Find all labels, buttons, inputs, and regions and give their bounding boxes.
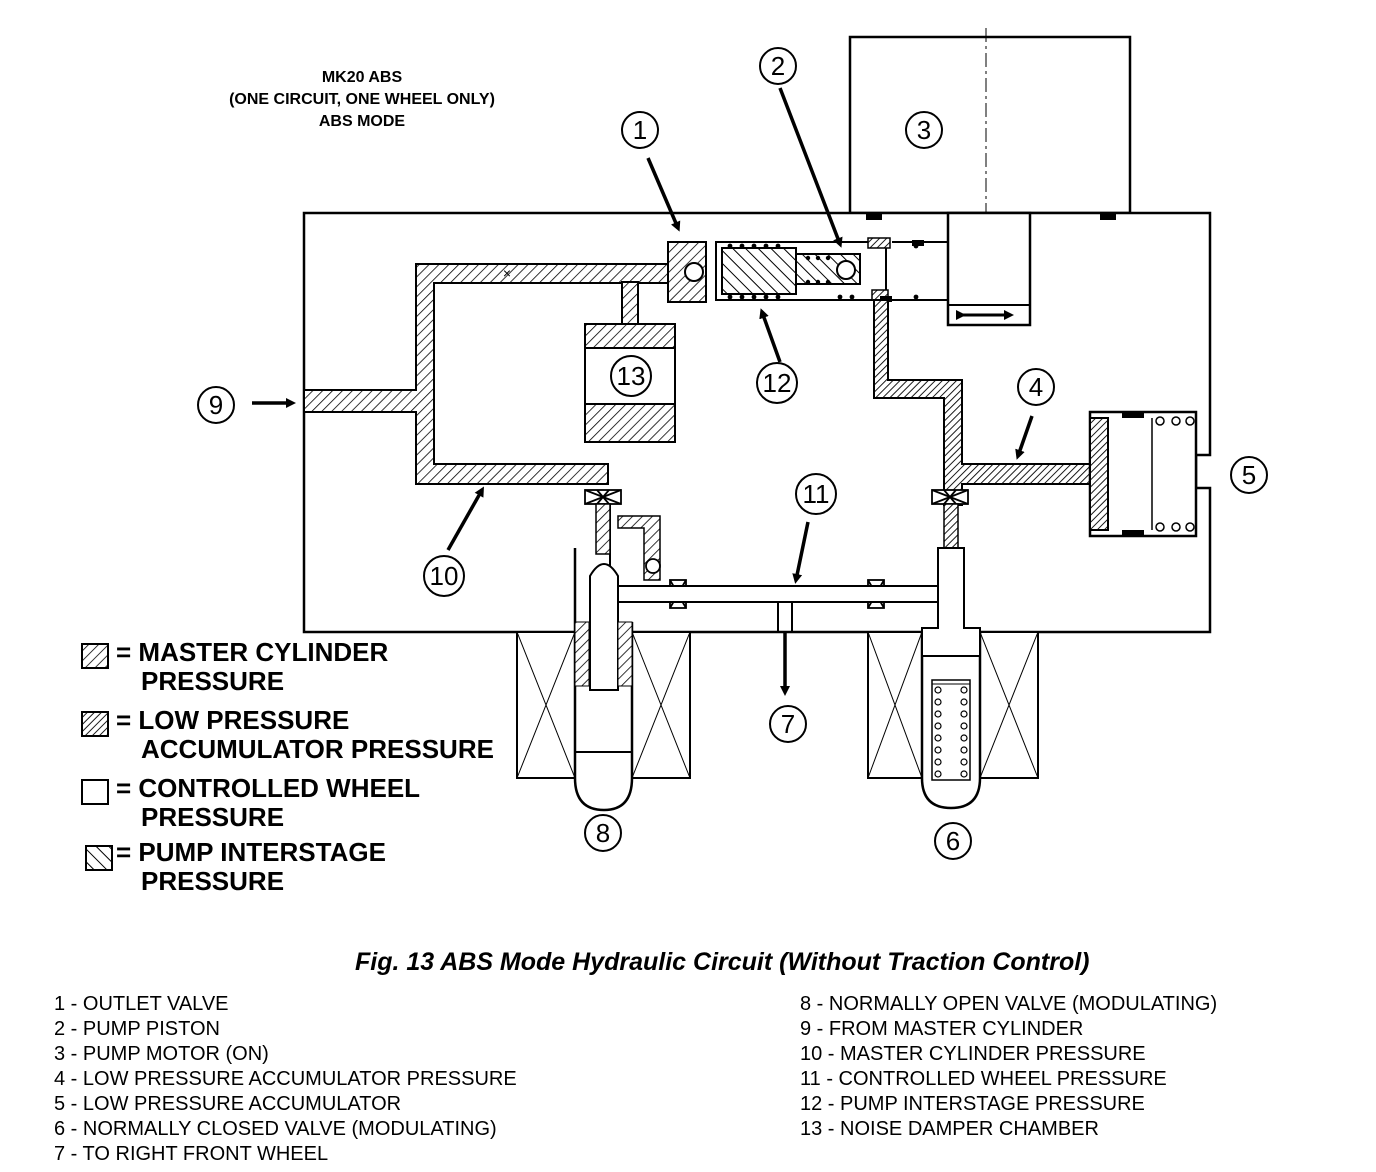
legend-master-cylinder: = MASTER CYLINDER PRESSURE <box>81 637 389 696</box>
svg-text:5: 5 <box>1242 460 1256 490</box>
key-item: 3 - PUMP MOTOR (ON) <box>54 1043 269 1065</box>
svg-text:10: 10 <box>430 561 459 591</box>
svg-text:2: 2 <box>771 51 785 81</box>
normally-closed-valve <box>867 547 1039 810</box>
callout-9: 9 <box>197 386 235 424</box>
header-line-3: ABS MODE <box>319 113 406 130</box>
key-item: 7 - TO RIGHT FRONT WHEEL <box>54 1143 329 1165</box>
header-line-1: MK20 ABS <box>322 69 403 86</box>
key-list-left: 1 - OUTLET VALVE 2 - PUMP PISTON 3 - PUM… <box>54 992 517 1167</box>
outlet-valve <box>667 241 707 303</box>
svg-text:12: 12 <box>763 368 792 398</box>
callout-12: 12 <box>756 362 798 404</box>
figure-caption: Fig. 13 ABS Mode Hydraulic Circuit (With… <box>355 948 1090 976</box>
svg-text:8: 8 <box>596 818 610 848</box>
normally-open-valve <box>516 548 691 812</box>
svg-text:PRESSURE: PRESSURE <box>141 802 284 832</box>
key-item: 9 - FROM MASTER CYLINDER <box>800 1018 1084 1040</box>
callout-2: 2 <box>759 47 797 85</box>
callout-8: 8 <box>584 814 622 852</box>
svg-text:1: 1 <box>633 115 647 145</box>
svg-text:= CONTROLLED WHEEL: = CONTROLLED WHEEL <box>116 773 420 803</box>
key-item: 13 - NOISE DAMPER CHAMBER <box>800 1118 1099 1140</box>
callout-4: 4 <box>1017 368 1055 406</box>
callout-7: 7 <box>769 705 807 743</box>
header-line-2: (ONE CIRCUIT, ONE WHEEL ONLY) <box>229 91 495 108</box>
svg-text:3: 3 <box>917 115 931 145</box>
callout-10: 10 <box>423 555 465 597</box>
callout-3: 3 <box>905 111 943 149</box>
pump-piston-assembly <box>715 237 924 302</box>
svg-text:ACCUMULATOR PRESSURE: ACCUMULATOR PRESSURE <box>141 734 494 764</box>
svg-text:7: 7 <box>781 709 795 739</box>
key-item: 5 - LOW PRESSURE ACCUMULATOR <box>54 1093 402 1115</box>
callout-arrows <box>252 87 1034 696</box>
svg-text:4: 4 <box>1029 372 1043 402</box>
callout-11: 11 <box>795 473 837 515</box>
svg-text:13: 13 <box>617 361 646 391</box>
key-item: 2 - PUMP PISTON <box>54 1018 220 1040</box>
svg-text:9: 9 <box>209 390 223 420</box>
callout-13: 13 <box>610 355 652 397</box>
key-item: 6 - NORMALLY CLOSED VALVE (MODULATING) <box>54 1118 497 1140</box>
callout-5: 5 <box>1230 456 1268 494</box>
key-item: 11 - CONTROLLED WHEEL PRESSURE <box>800 1068 1167 1090</box>
abs-hydraulic-diagram: MK20 ABS (ONE CIRCUIT, ONE WHEEL ONLY) A… <box>81 28 1268 896</box>
svg-text:PRESSURE: PRESSURE <box>141 666 284 696</box>
key-item: 1 - OUTLET VALVE <box>54 993 229 1015</box>
key-item: 12 - PUMP INTERSTAGE PRESSURE <box>800 1093 1145 1115</box>
legend-low-pressure: = LOW PRESSURE ACCUMULATOR PRESSURE <box>81 705 494 764</box>
low-pressure-accumulator <box>1088 410 1198 538</box>
key-list-right: 8 - NORMALLY OPEN VALVE (MODULATING) 9 -… <box>800 992 1217 1142</box>
callout-1: 1 <box>621 111 659 149</box>
diagram-header: MK20 ABS (ONE CIRCUIT, ONE WHEEL ONLY) A… <box>229 69 495 130</box>
svg-text:= PUMP INTERSTAGE: = PUMP INTERSTAGE <box>116 837 386 867</box>
key-item: 4 - LOW PRESSURE ACCUMULATOR PRESSURE <box>54 1068 517 1090</box>
legend: = MASTER CYLINDER PRESSURE = LOW PRESSUR… <box>81 637 494 896</box>
callout-6: 6 <box>934 822 972 860</box>
motor-piston-housing <box>892 211 1032 327</box>
key-item: 10 - MASTER CYLINDER PRESSURE <box>800 1043 1146 1065</box>
master-cylinder-channel: × <box>303 263 675 485</box>
svg-text:PRESSURE: PRESSURE <box>141 866 284 896</box>
svg-text:= LOW PRESSURE: = LOW PRESSURE <box>116 705 349 735</box>
svg-text:11: 11 <box>803 479 830 509</box>
key-item: 8 - NORMALLY OPEN VALVE (MODULATING) <box>800 993 1218 1015</box>
legend-controlled-wheel: = CONTROLLED WHEEL PRESSURE <box>81 773 420 832</box>
svg-text:= MASTER CYLINDER: = MASTER CYLINDER <box>116 637 389 667</box>
svg-text:×: × <box>503 265 511 281</box>
svg-text:6: 6 <box>946 826 960 856</box>
pump-motor <box>848 35 1132 215</box>
legend-pump-interstage: = PUMP INTERSTAGE PRESSURE <box>85 837 386 896</box>
